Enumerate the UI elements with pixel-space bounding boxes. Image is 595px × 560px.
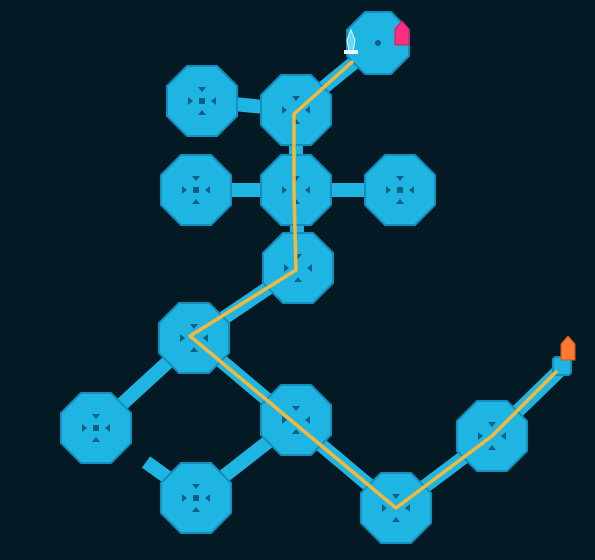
player-pawn-icon: [344, 28, 358, 54]
nodes: [60, 11, 572, 544]
orange-flag-icon: [560, 335, 576, 361]
node-r2-right[interactable]: [364, 154, 436, 226]
node-r2-center[interactable]: [260, 154, 332, 226]
pink-flag-icon: [394, 20, 410, 46]
route-path: [188, 60, 558, 510]
node-bottom-left[interactable]: [160, 462, 232, 534]
node-r2-left[interactable]: [160, 154, 232, 226]
node-bottom-far-left[interactable]: [60, 392, 132, 464]
node-r1-left[interactable]: [166, 65, 238, 137]
node-r3-center[interactable]: [262, 232, 334, 304]
